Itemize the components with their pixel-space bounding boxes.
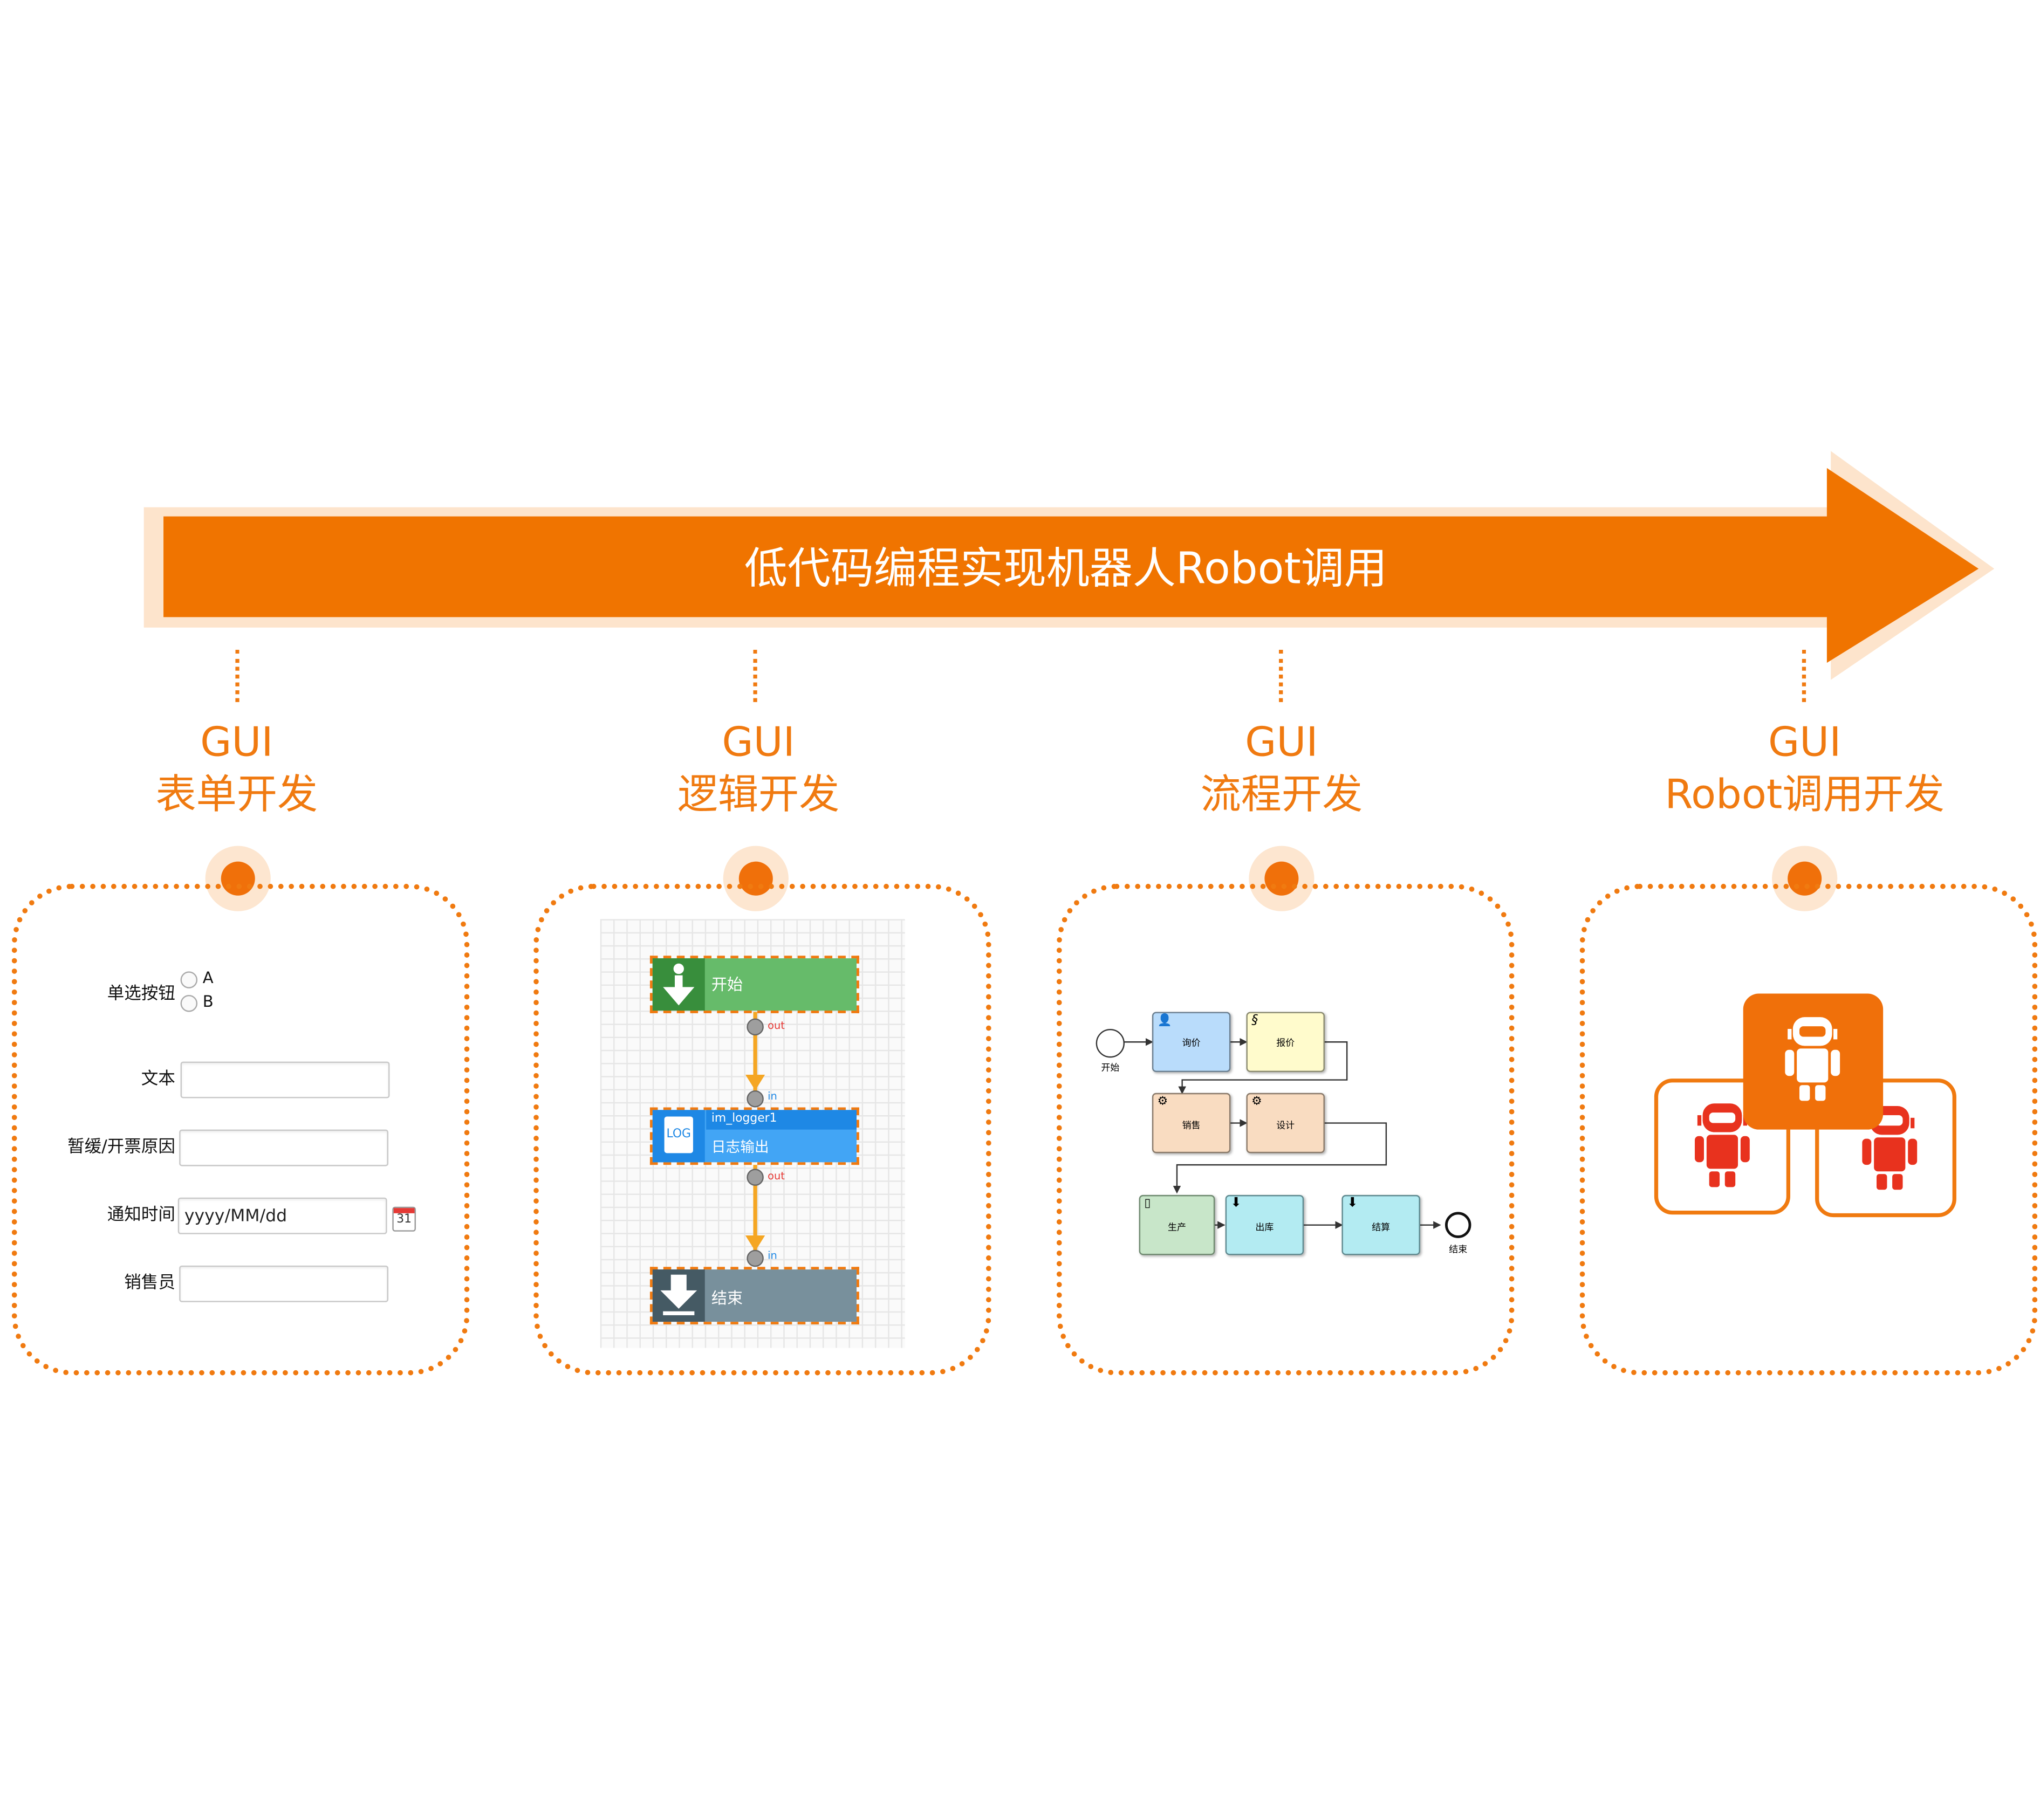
port-in-label: in xyxy=(768,1249,777,1262)
robot-card-right xyxy=(1815,1079,1956,1218)
down-arrow-icon xyxy=(652,958,705,1011)
down-arrow-icon xyxy=(652,1269,705,1322)
connector-line xyxy=(235,649,239,702)
port-out[interactable] xyxy=(747,1018,764,1036)
connector-line xyxy=(1279,649,1283,702)
bpmn-edges xyxy=(1123,1038,1441,1229)
date-input[interactable]: yyyy/MM/dd xyxy=(177,1197,387,1234)
port-out[interactable] xyxy=(747,1169,764,1186)
gear-icon: ⚙ xyxy=(1251,1095,1262,1109)
radio-label: 单选按钮 xyxy=(107,984,175,1004)
user-icon: 👤 xyxy=(1157,1014,1172,1028)
robot-icon xyxy=(1785,1017,1840,1101)
arrow-head-icon xyxy=(745,1074,765,1090)
timeline-dot xyxy=(1264,861,1299,896)
bpmn-task-label: 报价 xyxy=(1276,1038,1295,1049)
node-logger-id: im_logger1 xyxy=(711,1112,777,1126)
reason-label: 暂缓/开票原因 xyxy=(67,1137,175,1157)
timeline-dot xyxy=(221,861,255,896)
panel-process xyxy=(1056,883,1515,1376)
node-start[interactable]: 开始 xyxy=(649,956,859,1013)
radio-a-label: A xyxy=(202,969,214,987)
connector-line xyxy=(753,649,757,702)
down-arrow-icon: ⬇ xyxy=(1230,1196,1242,1211)
sales-label: 销售员 xyxy=(124,1273,175,1293)
banner-title: 低代码编程实现机器人Robot调用 xyxy=(744,542,1387,594)
port-in[interactable] xyxy=(747,1090,764,1108)
bpmn-end-label: 结束 xyxy=(1449,1245,1468,1255)
bpmn-task-label: 生产 xyxy=(1167,1222,1186,1233)
column-title-robot: Robot调用开发 xyxy=(1665,771,1945,819)
flow-edge xyxy=(753,1012,757,1093)
calendar-day: 31 xyxy=(396,1213,412,1227)
column-title-gui-2: GUI xyxy=(722,719,795,766)
bpmn-task-design[interactable]: ⚙ 设计 xyxy=(1246,1093,1325,1153)
bpmn-task-label: 出库 xyxy=(1255,1222,1274,1233)
node-logger[interactable]: LOG im_logger1 日志输出 xyxy=(649,1107,859,1165)
arrow-head-icon xyxy=(745,1235,765,1252)
panel-form xyxy=(11,883,470,1376)
log-file-icon: LOG xyxy=(652,1110,705,1163)
column-title-gui-4: GUI xyxy=(1768,719,1842,766)
sales-input[interactable] xyxy=(179,1265,389,1302)
robot-icon xyxy=(1862,1106,1918,1190)
banner-arrow xyxy=(143,451,1995,680)
connector-line xyxy=(1802,649,1806,702)
column-title-gui-1: GUI xyxy=(200,719,273,766)
node-start-label: 开始 xyxy=(711,975,743,994)
timeline-dot xyxy=(738,861,773,896)
bpmn-task-quote[interactable]: § 报价 xyxy=(1246,1012,1325,1073)
notify-label: 通知时间 xyxy=(107,1205,175,1225)
panel-robot xyxy=(1579,883,2038,1376)
timeline-dot xyxy=(1788,861,1822,896)
column-title-logic: 逻辑开发 xyxy=(677,771,840,819)
port-in-label: in xyxy=(768,1090,777,1102)
bpmn-start-event[interactable] xyxy=(1096,1029,1125,1058)
bpmn-task-label: 询价 xyxy=(1182,1038,1201,1049)
text-label: 文本 xyxy=(141,1069,175,1089)
bpmn-task-production[interactable]: ▯ 生产 xyxy=(1139,1194,1215,1255)
node-end-label: 结束 xyxy=(711,1289,743,1308)
bpmn-task-outbound[interactable]: ⬇ 出库 xyxy=(1225,1194,1304,1255)
bpmn-task-label: 设计 xyxy=(1276,1120,1295,1131)
text-input[interactable] xyxy=(180,1061,390,1098)
bpmn-task-label: 销售 xyxy=(1182,1120,1201,1131)
port-out-label: out xyxy=(768,1170,785,1182)
column-title-gui-3: GUI xyxy=(1245,719,1318,766)
column-title-process: 流程开发 xyxy=(1200,771,1363,819)
calendar-icon[interactable]: 31 xyxy=(392,1206,416,1232)
column-title-form: 表单开发 xyxy=(155,771,318,819)
bpmn-task-inquiry[interactable]: 👤 询价 xyxy=(1152,1012,1231,1073)
bpmn-end-event[interactable] xyxy=(1445,1212,1471,1238)
port-out-label: out xyxy=(768,1020,785,1032)
bpmn-task-label: 结算 xyxy=(1372,1222,1391,1233)
node-end[interactable]: 结束 xyxy=(649,1267,859,1324)
radio-a[interactable] xyxy=(180,971,198,988)
port-in[interactable] xyxy=(747,1249,764,1267)
gear-icon: ⚙ xyxy=(1157,1095,1168,1109)
log-icon-text: LOG xyxy=(666,1128,691,1142)
down-arrow-icon: ⬇ xyxy=(1347,1196,1358,1211)
panel-logic xyxy=(533,883,991,1376)
bpmn-task-sales[interactable]: ⚙ 销售 xyxy=(1152,1093,1231,1153)
robot-card-center xyxy=(1743,993,1884,1130)
node-logger-label: 日志输出 xyxy=(711,1138,769,1156)
robot-icon xyxy=(1695,1103,1750,1187)
radio-b-label: B xyxy=(202,992,214,1011)
bpmn-start-label: 开始 xyxy=(1101,1063,1120,1074)
date-input-text: yyyy/MM/dd xyxy=(184,1206,287,1227)
radio-b[interactable] xyxy=(180,994,198,1012)
clipboard-icon: ▯ xyxy=(1144,1197,1151,1211)
flow-edge xyxy=(753,1165,757,1252)
script-icon: § xyxy=(1251,1013,1258,1028)
reason-input[interactable] xyxy=(179,1129,389,1166)
bpmn-task-settlement[interactable]: ⬇ 结算 xyxy=(1341,1194,1420,1255)
